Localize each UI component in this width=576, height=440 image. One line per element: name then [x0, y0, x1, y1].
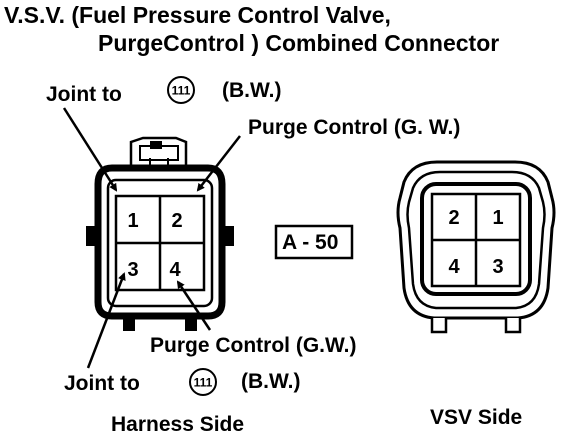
harness-right-foot [185, 316, 197, 331]
harness-pin-2: 2 [171, 210, 182, 232]
vsv-left-foot [430, 318, 448, 334]
vsv-pin-2: 2 [448, 207, 459, 229]
top-purge-control-label: Purge Control (G. W.) [248, 116, 461, 139]
harness-pin-3: 3 [127, 259, 138, 281]
top-joint-code: 111 [172, 84, 191, 98]
bottom-purge-control-label: Purge Control (G.W.) [150, 334, 357, 357]
vsv-pin-4: 4 [448, 256, 460, 278]
top-joint-leader-arrow [62, 107, 118, 192]
connector-id-label: A - 50 [282, 231, 339, 254]
connector-id-box [274, 224, 354, 260]
bottom-joint-color: (B.W.) [241, 370, 301, 393]
title-line-1: V.S.V. (Fuel Pressure Control Valve, [4, 2, 391, 28]
top-joint-code-badge: 111 [167, 76, 195, 104]
vsv-side-connector: 2 1 4 3 [396, 160, 556, 334]
top-joint-label: Joint to [46, 83, 122, 106]
harness-left-foot [123, 316, 135, 331]
bottom-joint-leader-arrow [86, 272, 126, 369]
top-purge-leader-arrow [196, 135, 241, 192]
harness-side-label: Harness Side [111, 413, 245, 436]
bottom-joint-code: 111 [194, 376, 213, 390]
harness-pin-1: 1 [127, 210, 138, 232]
harness-pin-4: 4 [169, 259, 181, 281]
top-joint-color: (B.W.) [222, 79, 282, 102]
harness-latch [129, 136, 188, 170]
harness-side-connector: 1 2 3 4 [86, 136, 234, 331]
vsv-pin-1: 1 [492, 207, 503, 229]
title-line-2: PurgeControl ) Combined Connector [98, 30, 500, 56]
bottom-joint-code-badge: 111 [189, 368, 217, 396]
vsv-side-label: VSV Side [430, 406, 523, 429]
leader-lines [62, 107, 241, 369]
vsv-pin-3: 3 [492, 256, 503, 278]
bottom-joint-label: Joint to [64, 372, 140, 395]
bottom-purge-leader-arrow [176, 280, 212, 331]
harness-right-tab [222, 226, 234, 246]
harness-left-tab [86, 226, 98, 246]
vsv-right-foot [504, 318, 522, 334]
